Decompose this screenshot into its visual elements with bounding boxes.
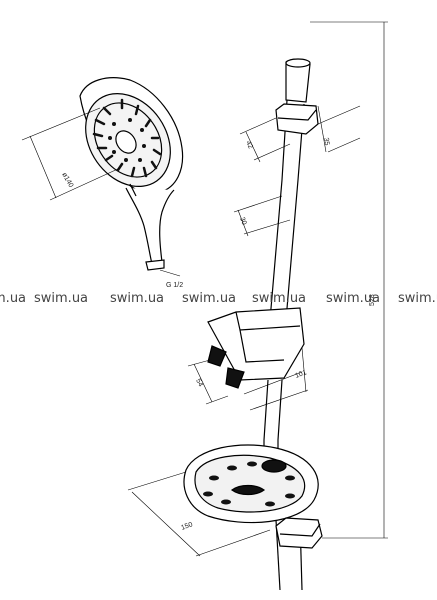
watermark-text: swim.ua (326, 291, 380, 306)
watermark-text: swim.ua (0, 291, 26, 306)
dim-bar-diameter: 30 (238, 216, 247, 226)
watermark-text: swim.ua (398, 291, 437, 306)
shower-head (79, 77, 184, 271)
shower-holder (207, 307, 305, 389)
dim-thread: G 1/2 (166, 282, 183, 289)
dim-bracket-width: 35 (322, 137, 330, 146)
dim-head-diameter: ø140 (60, 172, 74, 189)
watermark-row: swim.ua swim.ua swim.ua swim.ua swim.ua … (0, 291, 437, 306)
dim-bracket-depth: 42 (244, 140, 254, 150)
dimension-lines (21, 21, 388, 557)
watermark-text: swim.ua (110, 291, 164, 306)
watermark-text: swim.ua (252, 291, 306, 306)
soap-dish (183, 444, 323, 549)
watermark-text: swim.ua (182, 291, 236, 306)
dim-dish-width: 150 (180, 521, 193, 532)
dim-holder-depth: 54 (194, 378, 204, 388)
dim-holder-width: 101 (294, 369, 307, 380)
slide-bar (263, 58, 319, 591)
dim-bar-height: 528 (369, 294, 376, 306)
watermark-text: swim.ua (34, 291, 88, 306)
